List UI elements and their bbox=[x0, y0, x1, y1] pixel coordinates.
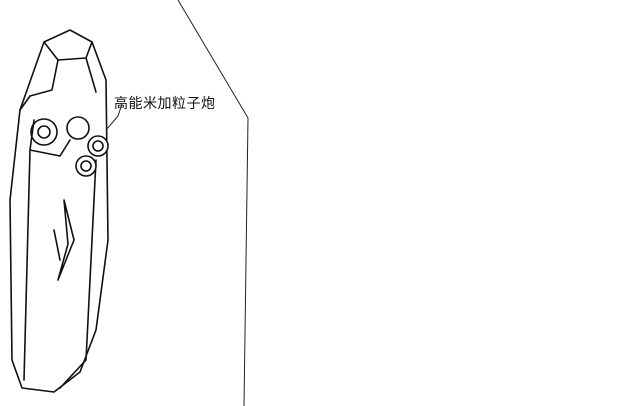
mega-particle-cannon-label: 高能米加粒子炮 bbox=[114, 96, 216, 112]
shield-front-icon bbox=[9, 29, 109, 393]
annotation-leader bbox=[105, 103, 123, 131]
panel-divider bbox=[177, 0, 249, 406]
